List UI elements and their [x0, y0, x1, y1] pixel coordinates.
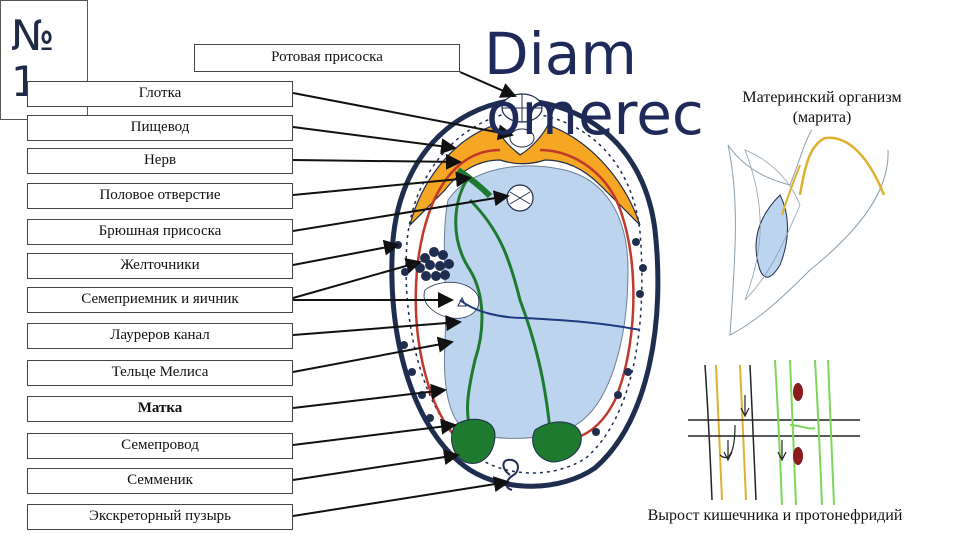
label-nerve: Нерв — [27, 148, 293, 174]
pointer-excretory-bladder — [292, 476, 510, 517]
host-caption-line1: Материнский организм — [742, 89, 902, 106]
label-uterus: Матка — [27, 396, 293, 422]
label-genital-opening: Половое отверстие — [27, 183, 293, 209]
nephridium-cell — [793, 383, 803, 401]
testis-right — [532, 421, 582, 463]
pointer-esophagus — [292, 126, 457, 155]
label-receptacle-ovary: Семеприемник и яичник — [27, 287, 293, 313]
pointer-uterus — [292, 383, 447, 409]
label-testis: Семменик — [27, 468, 293, 494]
label-laurer-canal: Лауреров канал — [27, 323, 293, 349]
label-pharynx: Глотка — [27, 81, 293, 107]
host-organism-drawing — [727, 129, 889, 336]
pointer-mouth-sucker — [459, 71, 517, 98]
inner-outline — [405, 111, 643, 474]
host-caption: Материнский организм (марита) — [722, 88, 922, 128]
label-excretory-bladder: Экскреторный пузырь — [27, 504, 293, 530]
testis-left — [451, 418, 496, 464]
host-caption-line2: (марита) — [792, 109, 852, 126]
pointer-pharynx — [292, 92, 514, 141]
pointer-vas-deferens — [292, 418, 457, 446]
pointer-laurer-canal — [292, 315, 462, 336]
title-line-1: Diam — [484, 20, 637, 88]
slide-number-symbol: № — [11, 11, 55, 60]
ventral-sucker-line — [509, 191, 531, 205]
label-vas-deferens: Семепровод — [27, 433, 293, 459]
pointer-ventral-sucker — [292, 190, 510, 232]
label-mouth-sucker: Ротовая присоска — [194, 44, 460, 72]
pointer-mehlis-body — [292, 336, 454, 373]
slide-title: Diam omerec — [484, 20, 704, 146]
pointer-testis — [292, 449, 460, 481]
label-esophagus: Пищевод — [27, 115, 293, 141]
label-mehlis-body: Тельце Мелиса — [27, 360, 293, 386]
vas-deferens-duct — [468, 198, 552, 431]
uterus-duct — [454, 174, 484, 429]
pointer-ovary — [292, 258, 422, 299]
pointer-nerve — [292, 153, 462, 170]
pointer-genital-opening — [292, 171, 472, 196]
nephridium-cell — [793, 447, 803, 465]
label-vitellaria: Желточники — [27, 253, 293, 279]
red-canal-right — [539, 148, 635, 442]
pointer-vitellaria — [292, 239, 400, 266]
label-ventral-sucker: Брюшная присоска — [27, 219, 293, 245]
bottom-caption: Вырост кишечника и протонефридий — [647, 507, 903, 524]
nephridium-drawing — [688, 359, 860, 506]
laurer-canal — [459, 299, 641, 331]
ovary-cluster — [415, 247, 454, 281]
pointer-lines — [292, 71, 517, 517]
title-line-2: omerec — [486, 80, 704, 148]
